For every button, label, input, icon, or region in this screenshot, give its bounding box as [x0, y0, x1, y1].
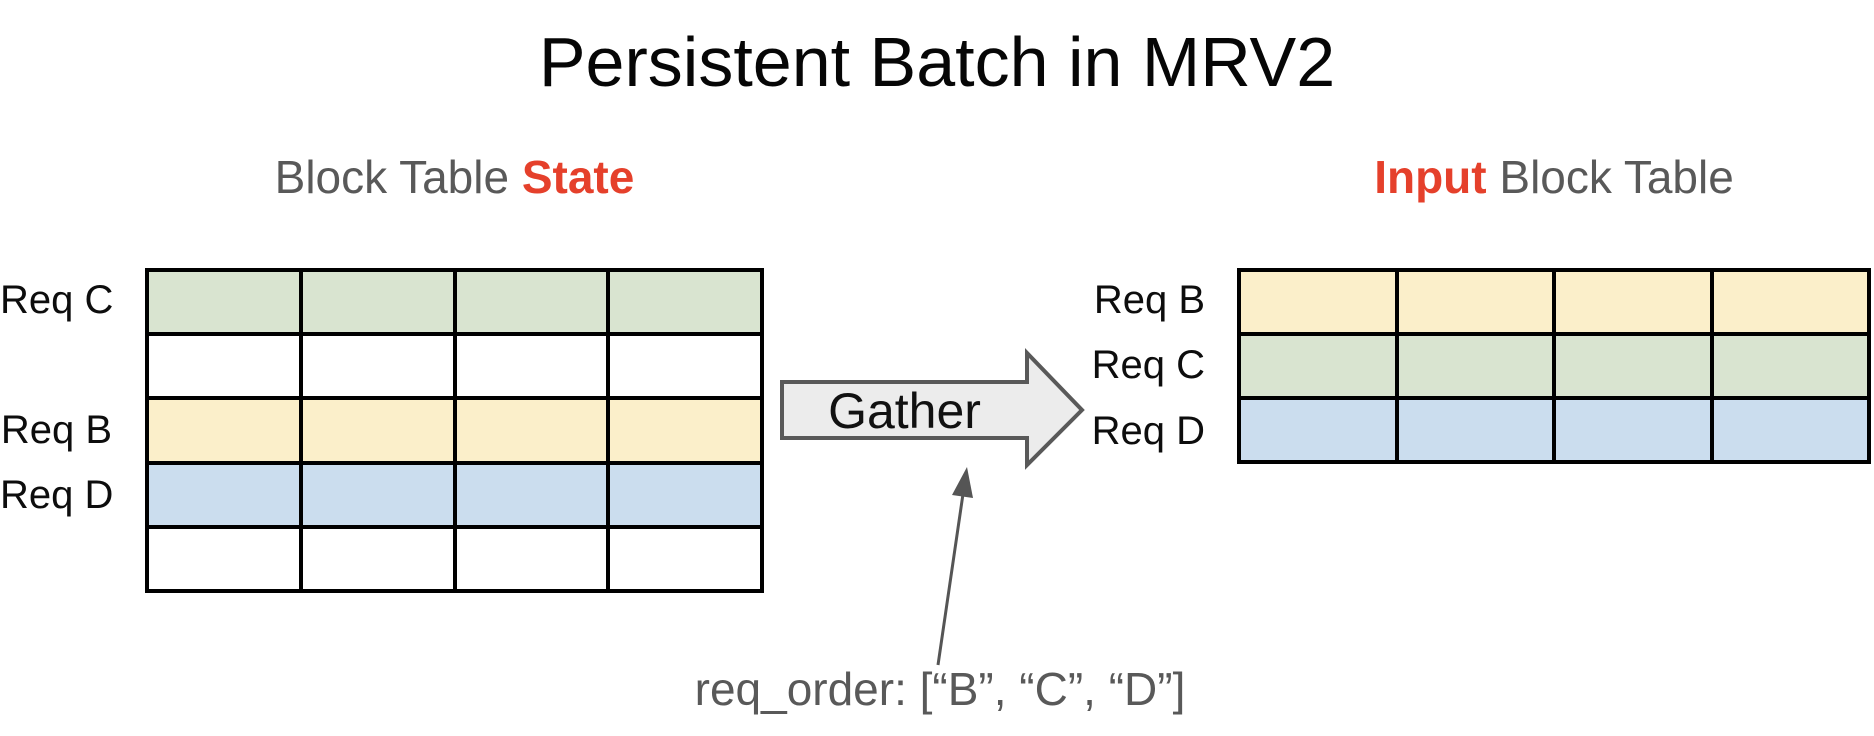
table-cell [454, 526, 609, 591]
table-cell [454, 398, 609, 463]
table-cell [1239, 334, 1397, 398]
table-cell [454, 334, 609, 399]
table-cell [1396, 398, 1554, 462]
table-cell [608, 334, 762, 399]
right-table-heading: Input Block Table [1237, 150, 1871, 206]
table-cell [1239, 270, 1397, 334]
table-cell [300, 398, 455, 463]
table-cell [300, 270, 455, 335]
table-cell [300, 334, 455, 399]
table-cell [1554, 398, 1712, 462]
row-label-req-b-right: Req B [1093, 278, 1205, 322]
table-cell [300, 462, 455, 527]
table-cell [1554, 270, 1712, 334]
table-cell [300, 526, 455, 591]
table-cell [454, 462, 609, 527]
pointer-arrow-icon [936, 467, 973, 666]
table-cell [608, 398, 762, 463]
row-label-req-c: Req C [0, 278, 114, 322]
table-cell [1396, 270, 1554, 334]
row-label-req-b: Req B [0, 408, 112, 452]
req-order-annotation: req_order: [“B”, “C”, “D”] [694, 663, 1186, 715]
table-cell [147, 270, 301, 335]
table-cell [1711, 270, 1869, 334]
table-cell [1554, 334, 1712, 398]
table-cell [147, 334, 301, 399]
page-title: Persistent Batch in MRV2 [538, 23, 1336, 101]
table-cell [454, 270, 609, 335]
row-label-req-d-right: Req D [1091, 409, 1205, 453]
table-cell [608, 270, 762, 335]
table-cell [147, 526, 301, 591]
row-label-req-c-right: Req C [1091, 343, 1205, 387]
left-heading-text: Block Table [274, 151, 522, 203]
table-cell [1239, 398, 1397, 462]
table-cell [608, 462, 762, 527]
right-heading-text: Block Table [1486, 151, 1734, 203]
gather-arrow-label: Gather [828, 382, 981, 439]
table-cell [147, 462, 301, 527]
table-cell [147, 398, 301, 463]
left-table-heading: Block Table State [145, 150, 764, 206]
table-cell [1711, 398, 1869, 462]
table-cell [608, 526, 762, 591]
right-heading-highlight: Input [1374, 151, 1487, 203]
table-cell [1396, 334, 1554, 398]
left-heading-highlight: State [521, 151, 635, 203]
gather-arrow-shape [780, 348, 1085, 470]
block-table-state-grid [145, 268, 764, 593]
table-cell [1711, 334, 1869, 398]
input-block-table-grid [1237, 268, 1871, 464]
row-label-req-d: Req D [0, 473, 114, 517]
gather-arrow-icon [780, 348, 1085, 470]
